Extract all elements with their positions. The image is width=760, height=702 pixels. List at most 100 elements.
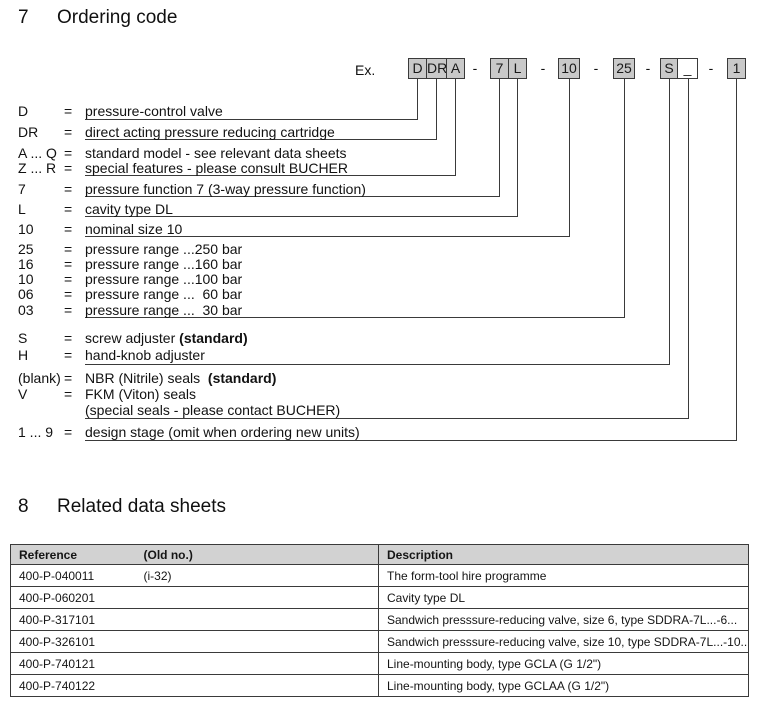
legend-description: special features - please consult BUCHER (85, 160, 349, 176)
reference-cell: 400-P-040011 (10, 564, 136, 587)
connector-line-design-stage (85, 79, 737, 441)
legend-equals: = (64, 201, 73, 217)
section-7-heading: 7 Ordering code (18, 7, 177, 29)
code-box-s: S (660, 58, 678, 79)
legend-row-06: 06 = pressure range ... 60 bar (0, 286, 760, 303)
table-header-row: Reference (Old no.) Description (10, 544, 749, 565)
description-column-header: Description (378, 544, 749, 565)
legend-equals: = (64, 256, 73, 272)
code-box-10: 10 (558, 58, 580, 79)
legend-row-aq: A ... Q=standard model - see relevant da… (0, 145, 760, 162)
legend-description: pressure range ... 60 bar (85, 286, 243, 302)
legend-description: FKM (Viton) seals (85, 386, 196, 402)
legend-description: (special seals - please contact BUCHER) (85, 402, 341, 418)
legend-equals: = (64, 271, 73, 287)
code-separator: - (645, 60, 651, 76)
legend-row-h: H=hand-knob adjuster (0, 347, 760, 364)
legend-description: pressure range ...100 bar (85, 271, 243, 287)
legend-description: pressure-control valve (85, 103, 223, 119)
reference-cell: 400-P-317101 (10, 608, 136, 631)
legend-equals: = (64, 347, 73, 363)
legend-description: design stage (omit when ordering new uni… (85, 424, 360, 440)
legend-code: 06 (18, 286, 34, 302)
legend-equals: = (64, 302, 73, 318)
connector-line-s (85, 79, 670, 365)
description-cell: Line-mounting body, type GCLA (G 1/2") (378, 652, 749, 675)
legend-code: Z ... R (18, 160, 57, 176)
legend-row-v: V = FKM (Viton) seals (0, 386, 760, 403)
legend-description: standard model - see relevant data sheet… (85, 145, 347, 161)
legend-equals: = (64, 160, 73, 176)
legend-row-25: 25 = pressure range ...250 bar (0, 241, 760, 258)
legend-description: cavity type DL (85, 201, 173, 217)
connector-line-seals (85, 79, 689, 419)
legend-row-03: 03 = pressure range ... 30 bar (0, 302, 760, 319)
legend-row-d: D=pressure-control valve (0, 103, 760, 120)
description-cell: Sandwich presssure-reducing valve, size … (378, 608, 749, 631)
connector-line-a (85, 79, 456, 176)
old-no-cell (135, 586, 379, 609)
legend-equals: = (64, 330, 73, 346)
old-no-cell (135, 652, 379, 675)
legend-description: pressure range ... 30 bar (85, 302, 243, 318)
legend-code: S (18, 330, 28, 346)
legend-description: screw adjuster (standard) (85, 330, 248, 346)
datasheet-table: Reference (Old no.) Description 400-P-04… (10, 544, 749, 697)
legend-code: D (18, 103, 29, 119)
legend-equals: = (64, 386, 73, 402)
reference-column-header: Reference (10, 544, 136, 565)
legend-code: DR (18, 124, 39, 140)
reference-cell: 400-P-740122 (10, 674, 136, 697)
legend-code: 25 (18, 241, 34, 257)
code-box-a: A (446, 58, 465, 79)
legend-code: A ... Q (18, 145, 57, 161)
code-separator: - (708, 60, 714, 76)
example-label: Ex. (355, 62, 376, 78)
legend-row-design-stage: 1 ... 9 = design stage (omit when ordering… (0, 424, 760, 441)
old-no-cell: (i-32) (135, 564, 379, 587)
legend-row-10bar: 10=pressure range ...100 bar (0, 271, 760, 288)
code-box-d: D (408, 58, 427, 79)
legend-equals: = (64, 181, 73, 197)
description-cell: Sandwich presssure-reducing valve, size … (378, 630, 749, 653)
legend-description: nominal size 10 (85, 221, 183, 237)
description-cell: The form-tool hire programme (378, 564, 749, 587)
section-7-number: 7 (18, 7, 29, 28)
table-row: 400-P-326101 Sandwich presssure-reducing… (10, 630, 749, 653)
section-7-title: Ordering code (57, 7, 178, 28)
code-box-blank: _ (677, 58, 698, 79)
table-row: 400-P-317101 Sandwich presssure-reducing… (10, 608, 749, 631)
legend-code: 1 ... 9 (18, 424, 54, 440)
connector-line-10 (85, 79, 570, 237)
table-row: 400-P-060201 Cavity type DL (10, 586, 749, 609)
legend-description: pressure range ...160 bar (85, 256, 243, 272)
section-8-title: Related data sheets (57, 496, 227, 517)
legend-row-size10: 10=nominal size 10 (0, 221, 760, 238)
code-box-7: 7 (490, 58, 509, 79)
legend-row-7: 7=pressure function 7 (3-way pressure fu… (0, 181, 760, 198)
legend-code: 03 (18, 302, 34, 318)
old-no-cell (135, 674, 379, 697)
legend-equals: = (64, 370, 73, 386)
connector-line-7 (85, 79, 500, 197)
legend-equals: = (64, 286, 73, 302)
connector-line-dr (85, 79, 437, 140)
code-separator: - (472, 60, 478, 76)
legend-description: NBR (Nitrile) seals (standard) (85, 370, 277, 386)
code-box-1: 1 (727, 58, 746, 79)
legend-equals: = (64, 424, 73, 440)
legend-row-special-seals: (special seals - please contact BUCHER) (0, 402, 760, 419)
legend-description: pressure range ...250 bar (85, 241, 243, 257)
connector-line-d (85, 79, 418, 120)
connector-line-l (85, 79, 518, 217)
legend-row-l: L=cavity type DL (0, 201, 760, 218)
reference-cell: 400-P-326101 (10, 630, 136, 653)
table-row: 400-P-740121 Line-mounting body, type GC… (10, 652, 749, 675)
table-row: 400-P-040011 (i-32) The form-tool hire p… (10, 564, 749, 587)
old-no-cell (135, 608, 379, 631)
legend-code: V (18, 386, 28, 402)
connector-line-25 (85, 79, 625, 318)
legend-code: 10 (18, 221, 34, 237)
description-cell: Line-mounting body, type GCLAA (G 1/2") (378, 674, 749, 697)
legend-equals: = (64, 241, 73, 257)
